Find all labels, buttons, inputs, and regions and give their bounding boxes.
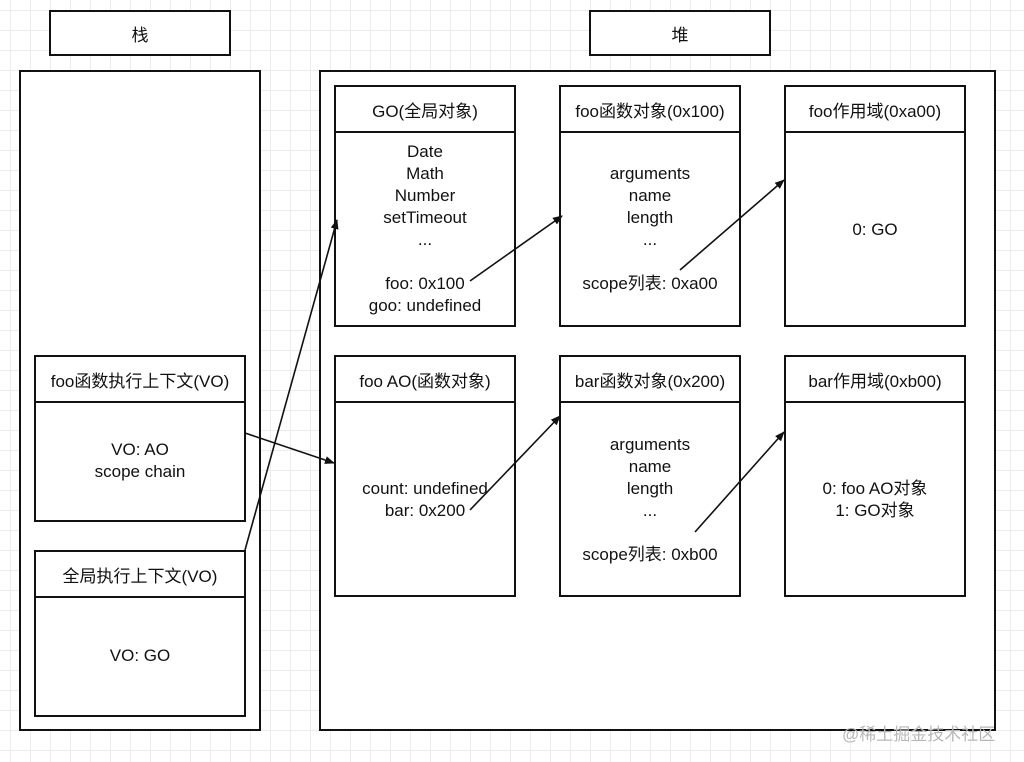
scope-chain-text: scope chain: [94, 462, 186, 481]
foo-execution-context-body: VO: AO scope chain: [36, 403, 244, 520]
foo-scope-body: 0: GO: [786, 133, 964, 325]
stack-header: 栈: [49, 10, 231, 56]
go-foo: foo: 0x100: [385, 274, 465, 293]
foo-ao-count: count: undefined: [362, 479, 488, 498]
bar-scope-title: bar作用域(0xb00): [786, 357, 964, 403]
bar-scope: bar作用域(0xb00) 0: foo AO对象 1: GO对象: [784, 355, 966, 597]
bar-func-ellipsis: ...: [642, 501, 658, 520]
global-execution-context: 全局执行上下文(VO) VO: GO: [34, 550, 246, 717]
go-goo: goo: undefined: [368, 296, 482, 315]
go-settimeout: setTimeout: [383, 208, 467, 227]
foo-func-length: length: [626, 208, 674, 227]
foo-scope-title: foo作用域(0xa00): [786, 87, 964, 133]
heap-header: 堆: [589, 10, 771, 56]
foo-ao-object-title: foo AO(函数对象): [336, 357, 514, 403]
bar-function-object: bar函数对象(0x200) arguments name length ...…: [559, 355, 741, 597]
go-date: Date: [407, 142, 443, 161]
bar-func-name: name: [628, 457, 672, 476]
foo-function-object-body: arguments name length ... scope列表: 0xa00: [561, 133, 739, 325]
foo-func-arguments: arguments: [609, 164, 691, 183]
go-object-title: GO(全局对象): [336, 87, 514, 133]
global-execution-context-body: VO: GO: [36, 598, 244, 715]
bar-func-arguments: arguments: [609, 435, 691, 454]
foo-execution-context: foo函数执行上下文(VO) VO: AO scope chain: [34, 355, 246, 522]
vo-go-text: VO: GO: [109, 646, 171, 665]
foo-ao-object-body: count: undefined bar: 0x200: [336, 403, 514, 595]
foo-execution-context-title: foo函数执行上下文(VO): [36, 357, 244, 403]
bar-func-length: length: [626, 479, 674, 498]
foo-scope: foo作用域(0xa00) 0: GO: [784, 85, 966, 327]
foo-func-name: name: [628, 186, 672, 205]
foo-ao-object: foo AO(函数对象) count: undefined bar: 0x200: [334, 355, 516, 597]
foo-function-object-title: foo函数对象(0x100): [561, 87, 739, 133]
go-number: Number: [394, 186, 456, 205]
vo-ao-text: VO: AO: [111, 440, 169, 459]
go-object: GO(全局对象) Date Math Number setTimeout ...…: [334, 85, 516, 327]
watermark: @稀土掘金技术社区: [842, 725, 996, 744]
arrow-bar-function-to-bar-scope: [694, 431, 785, 533]
bar-func-scope: scope列表: 0xb00: [582, 545, 718, 564]
arrow-foo-ao-bar-to-bar-function: [469, 415, 561, 511]
bar-scope-foo-ao: 0: foo AO对象: [822, 479, 928, 498]
stack-header-label: 栈: [131, 25, 149, 45]
foo-func-scope: scope列表: 0xa00: [582, 274, 718, 293]
arrow-global-to-go: [244, 219, 339, 551]
arrow-foo-ctx-to-foo-ao: [244, 432, 335, 464]
bar-scope-body: 0: foo AO对象 1: GO对象: [786, 403, 964, 595]
global-execution-context-title: 全局执行上下文(VO): [36, 552, 244, 598]
go-object-body: Date Math Number setTimeout ... foo: 0x1…: [336, 133, 514, 325]
go-ellipsis: ...: [417, 230, 433, 249]
arrow-foo-function-to-foo-scope: [679, 179, 785, 271]
bar-function-object-body: arguments name length ... scope列表: 0xb00: [561, 403, 739, 595]
bar-scope-go: 1: GO对象: [835, 501, 915, 520]
arrow-go-foo-to-foo-function: [469, 215, 563, 282]
foo-func-ellipsis: ...: [642, 230, 658, 249]
foo-ao-bar: bar: 0x200: [384, 501, 466, 520]
foo-function-object: foo函数对象(0x100) arguments name length ...…: [559, 85, 741, 327]
go-math: Math: [406, 164, 444, 183]
foo-scope-go: 0: GO: [852, 220, 898, 239]
bar-function-object-title: bar函数对象(0x200): [561, 357, 739, 403]
heap-header-label: 堆: [671, 25, 689, 45]
